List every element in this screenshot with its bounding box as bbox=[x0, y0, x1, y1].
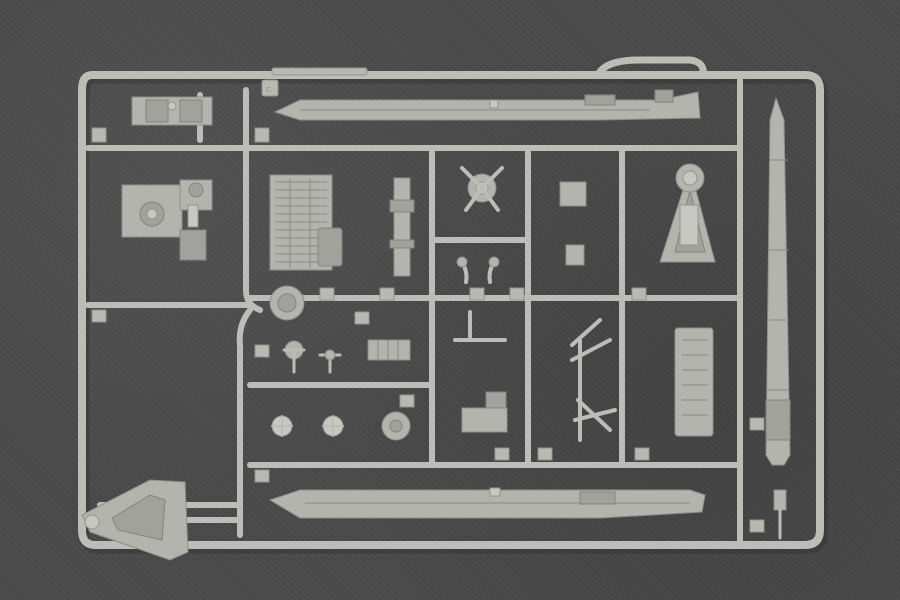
lever-parts bbox=[453, 310, 617, 442]
narrow-column-part bbox=[389, 177, 415, 277]
side-rack-part bbox=[674, 327, 714, 437]
long-rail-part-top bbox=[273, 89, 701, 121]
gate-tabs bbox=[91, 127, 765, 533]
lower-block-part bbox=[461, 391, 508, 433]
hook-parts bbox=[460, 260, 496, 284]
long-rail-part-bottom bbox=[268, 487, 706, 519]
grille-panel-part bbox=[269, 174, 343, 271]
missile-body-part bbox=[765, 96, 791, 466]
handwheel-parts bbox=[271, 411, 411, 441]
round-flange-part bbox=[269, 285, 305, 321]
bottom-left-bracket-part bbox=[81, 479, 189, 561]
small-block-part-2 bbox=[565, 244, 585, 266]
top-handle bbox=[594, 56, 707, 79]
outer-runner-frame bbox=[78, 71, 824, 549]
a-frame-mount-part bbox=[659, 163, 716, 263]
small-post-part bbox=[773, 489, 787, 540]
embossed-text-strip bbox=[271, 67, 368, 76]
sprue-letter: C bbox=[266, 86, 271, 94]
sprue-letter-tag: C bbox=[261, 79, 279, 97]
hub-star-part bbox=[460, 166, 504, 212]
bracket-part bbox=[131, 96, 213, 126]
gearbox-part bbox=[121, 179, 213, 261]
valve-parts bbox=[282, 339, 411, 374]
internal-runners bbox=[85, 77, 743, 543]
small-block-part bbox=[559, 181, 587, 207]
